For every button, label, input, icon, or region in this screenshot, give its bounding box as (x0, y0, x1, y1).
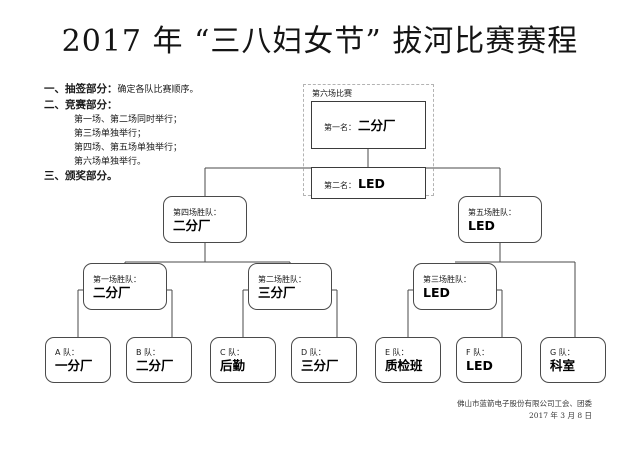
final-first-place-box[interactable]: 第一名： 二分厂 (311, 101, 426, 149)
team-c-value: 后勤 (220, 358, 246, 373)
team-b-label: B 队： (136, 348, 161, 357)
rule-subitem-4: 第六场单独举行。 (74, 157, 147, 167)
team-e-label: E 队： (385, 348, 409, 357)
rule-subitem-1: 第一场、第二场同时举行； (74, 115, 183, 125)
final-first-place-content: 第一名： 二分厂 (312, 118, 425, 133)
semifinal-winner-box-5[interactable]: 第五场胜队： LED (458, 196, 542, 243)
team-c-label: C 队： (220, 348, 245, 357)
rule-item-1: 一、抽签部分：确定各队比赛顺序。 (44, 82, 284, 98)
rule-item-2: 二、竞赛部分： (44, 98, 284, 113)
team-d-label: D 队： (301, 348, 326, 357)
quarterfinal-3-value: LED (423, 284, 450, 300)
team-box-c[interactable]: C 队： 后勤 (210, 337, 276, 383)
team-box-b[interactable]: B 队： 二分厂 (126, 337, 192, 383)
footer-date: 2017 年 3 月 8 日 (528, 411, 592, 420)
final-first-place-label: 第一名： (324, 122, 356, 132)
rules-list: 一、抽签部分：确定各队比赛顺序。 二、竞赛部分： 第一场、第二场同时举行； 第三… (44, 82, 284, 184)
semifinal-4-value: 二分厂 (173, 217, 211, 233)
quarterfinal-winner-box-3[interactable]: 第三场胜队： LED (413, 263, 497, 310)
final-first-place-value: 二分厂 (358, 117, 396, 133)
team-f-value: LED (466, 358, 493, 373)
final-second-place-content: 第二名： LED (312, 176, 425, 191)
final-match-caption: 第六场比赛 (312, 89, 352, 98)
final-second-place-box[interactable]: 第二名： LED (311, 167, 426, 199)
semifinal-winner-box-4[interactable]: 第四场胜队： 二分厂 (163, 196, 247, 243)
team-box-g[interactable]: G 队： 科室 (540, 337, 606, 383)
rule-subitem-3: 第四场、第五场单独举行； (74, 143, 183, 153)
semifinal-5-label: 第五场胜队： (468, 207, 516, 217)
final-second-place-label: 第二名： (324, 180, 356, 190)
quarterfinal-winner-box-2[interactable]: 第二场胜队： 三分厂 (248, 263, 332, 310)
team-g-value: 科室 (550, 358, 576, 373)
team-d-value: 三分厂 (301, 358, 339, 373)
semifinal-5-value: LED (468, 217, 495, 233)
quarterfinal-3-label: 第三场胜队： (423, 274, 471, 284)
team-f-label: F 队： (466, 348, 490, 357)
quarterfinal-2-value: 三分厂 (258, 284, 296, 300)
quarterfinal-1-label: 第一场胜队： (93, 274, 141, 284)
team-e-value: 质检班 (385, 358, 423, 373)
rule-item-2-head: 二、竞赛部分： (44, 99, 118, 111)
rule-item-1-head: 一、抽签部分： (44, 83, 118, 95)
quarterfinal-winner-box-1[interactable]: 第一场胜队： 二分厂 (83, 263, 167, 310)
team-b-value: 二分厂 (136, 358, 174, 373)
rule-item-3: 三、颁奖部分。 (44, 169, 284, 184)
team-g-label: G 队： (550, 348, 575, 357)
rule-subitem-2: 第三场单独举行； (74, 129, 147, 139)
page-title: 2017 年 “三八妇女节” 拔河比赛赛程 (61, 24, 579, 59)
footer-organization: 佛山市蓝箭电子股份有限公司工会、团委 (457, 399, 592, 408)
team-box-a[interactable]: A 队： 一分厂 (45, 337, 111, 383)
team-box-e[interactable]: E 队： 质检班 (375, 337, 441, 383)
team-a-value: 一分厂 (55, 358, 93, 373)
team-box-f[interactable]: F 队： LED (456, 337, 522, 383)
quarterfinal-1-value: 二分厂 (93, 284, 131, 300)
team-a-label: A 队： (55, 348, 80, 357)
semifinal-4-label: 第四场胜队： (173, 207, 221, 217)
team-box-d[interactable]: D 队： 三分厂 (291, 337, 357, 383)
final-second-place-value: LED (358, 175, 385, 191)
quarterfinal-2-label: 第二场胜队： (258, 274, 306, 284)
footer-signature: 佛山市蓝箭电子股份有限公司工会、团委 2017 年 3 月 8 日 (457, 398, 592, 422)
rule-item-3-head: 三、颁奖部分。 (44, 170, 118, 182)
rule-item-1-tail: 确定各队比赛顺序。 (117, 85, 199, 95)
